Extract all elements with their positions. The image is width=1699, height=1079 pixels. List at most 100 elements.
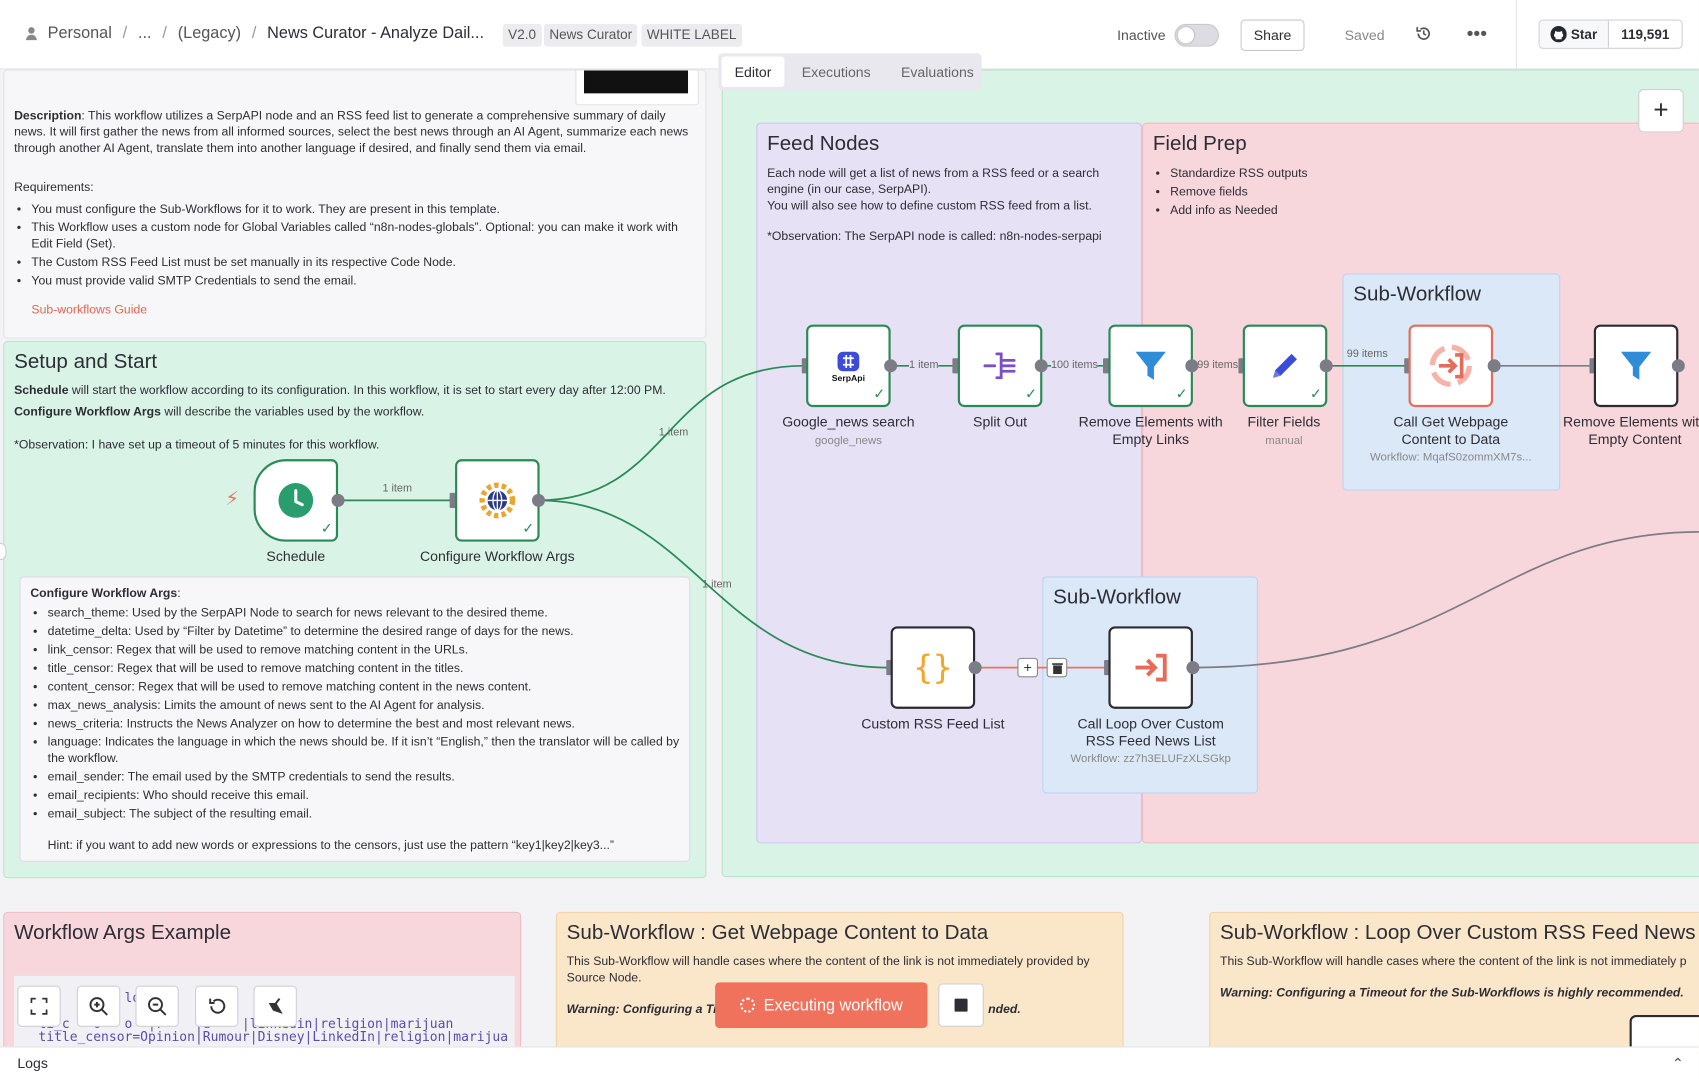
spinner-call-icon: [1429, 344, 1472, 387]
zoom-out-button[interactable]: [135, 985, 179, 1027]
workflow-title[interactable]: News Curator - Analyze Dail...: [267, 23, 484, 43]
setup-title: Setup and Start: [14, 350, 158, 374]
crumb-ellipsis[interactable]: ...: [138, 23, 152, 43]
github-star-button[interactable]: Star: [1539, 20, 1609, 48]
node-call-loop-rss[interactable]: [1108, 626, 1193, 709]
feed-observation: *Observation: The SerpAPI node is called…: [767, 230, 1102, 244]
tab-evaluations[interactable]: Evaluations: [900, 63, 974, 80]
stop-icon: [954, 998, 968, 1012]
input-port[interactable]: [1103, 358, 1110, 374]
tab-editor[interactable]: Editor: [721, 56, 785, 87]
list-item: link_censor: Regex that will be used to …: [48, 643, 681, 659]
tab-executions[interactable]: Executions: [801, 63, 871, 80]
node-remove-empty-content[interactable]: [1593, 324, 1679, 408]
logs-label: Logs: [17, 1055, 48, 1072]
list-item: search_theme: Used by the SerpAPI Node t…: [48, 606, 681, 622]
args-hint: Hint: if you want to add new words or ex…: [47, 839, 614, 853]
node-call-get-webpage[interactable]: [1408, 324, 1494, 408]
tidy-up-button[interactable]: [253, 985, 297, 1027]
config-desc: will describe the variables used by the …: [160, 405, 425, 420]
tag-news-curator[interactable]: News Curator: [543, 23, 638, 47]
fit-view-button[interactable]: [17, 985, 61, 1027]
chevron-up-icon[interactable]: ⌃: [1671, 1055, 1684, 1072]
video-thumbnail[interactable]: [575, 70, 699, 106]
tag-version[interactable]: V2.0: [502, 23, 542, 47]
sub-workflow-sticky-1[interactable]: Sub-Workflow: [1342, 273, 1561, 491]
output-port[interactable]: [1671, 359, 1685, 373]
success-check-icon: ✓: [1175, 385, 1188, 402]
zoom-in-button[interactable]: [76, 985, 121, 1027]
input-port[interactable]: [1104, 659, 1111, 676]
crumb-legacy[interactable]: (Legacy): [177, 23, 241, 43]
node-schedule[interactable]: ✓: [253, 459, 339, 542]
node-custom-rss-feed-list[interactable]: {}: [890, 626, 976, 709]
logs-panel-bar[interactable]: Logs ⌃: [0, 1046, 1699, 1079]
output-port[interactable]: [1186, 661, 1200, 675]
node-google-news-search[interactable]: SerpApi ✓: [806, 324, 891, 408]
feed-title: Feed Nodes: [767, 132, 880, 156]
github-star-count[interactable]: 119,591: [1621, 26, 1670, 42]
field-prep-list: Standardize RSS outputs Remove fields Ad…: [1153, 166, 1307, 219]
node-filter-fields[interactable]: ✓: [1242, 324, 1328, 408]
more-options-icon[interactable]: •••: [1466, 22, 1488, 44]
field-prep-list-wrap: Standardize RSS outputs Remove fields Ad…: [1153, 166, 1307, 221]
node-subtitle: Workflow: MqafS0zommXM7s...: [1369, 450, 1532, 464]
node-label: Split Out: [973, 413, 1028, 430]
crumb-personal[interactable]: Personal: [47, 23, 112, 43]
input-port[interactable]: [801, 358, 809, 374]
output-port[interactable]: [1319, 359, 1333, 373]
fit-view-icon: [30, 997, 48, 1015]
sub-workflow-sticky-2[interactable]: Sub-Workflow: [1042, 576, 1258, 794]
node-label: Remove Elements with Empty Content: [1562, 413, 1699, 448]
node-split-out[interactable]: ✓: [957, 324, 1043, 408]
node-label: Configure Workflow Args: [419, 548, 575, 565]
output-port[interactable]: [1487, 359, 1501, 373]
list-item: language: Indicates the language in whic…: [48, 735, 681, 768]
output-port[interactable]: [331, 493, 345, 507]
input-port[interactable]: [449, 492, 457, 509]
partial-node[interactable]: [1629, 1014, 1699, 1052]
node-configure-workflow-args[interactable]: ✓: [455, 459, 540, 542]
history-icon[interactable]: [1412, 22, 1436, 46]
delete-connection-button[interactable]: [1046, 657, 1068, 678]
list-item: Standardize RSS outputs: [1170, 166, 1307, 182]
github-star-widget[interactable]: Star 119,591: [1538, 19, 1683, 49]
node-label: Schedule: [266, 548, 326, 565]
add-node-button[interactable]: +: [1017, 657, 1038, 678]
field-prep-title: Field Prep: [1152, 132, 1247, 156]
share-button[interactable]: Share: [1240, 19, 1305, 52]
stop-execution-button[interactable]: [938, 983, 984, 1027]
node-remove-empty-links[interactable]: ✓: [1108, 324, 1193, 408]
args-sticky[interactable]: Configure Workflow Args: search_theme: U…: [19, 576, 691, 862]
tag-white-label[interactable]: WHITE LABEL: [641, 23, 742, 47]
zoom-out-icon: [148, 997, 167, 1016]
list-item: max_news_analysis: Limits the amount of …: [48, 698, 681, 714]
input-port[interactable]: [1589, 358, 1596, 374]
output-port[interactable]: [531, 493, 546, 507]
args-list-wrap: search_theme: Used by the SerpAPI Node t…: [30, 606, 680, 825]
node-subtitle: Workflow: zz7h3ELUFzXLSGkp: [1070, 752, 1231, 766]
active-toggle[interactable]: [1174, 23, 1219, 47]
input-port[interactable]: [886, 659, 893, 676]
input-port[interactable]: [952, 358, 959, 374]
output-port[interactable]: [884, 359, 898, 373]
executing-workflow-button[interactable]: Executing workflow: [715, 982, 928, 1028]
description-sticky[interactable]: Description: This workflow utilizes a Se…: [3, 69, 707, 339]
output-port[interactable]: [1034, 359, 1048, 373]
list-item: Add info as Needed: [1170, 203, 1307, 219]
loading-spinner-icon: [739, 997, 755, 1013]
output-port[interactable]: [1185, 359, 1199, 373]
sub-workflows-guide-link[interactable]: Sub-workflows Guide: [31, 303, 148, 317]
input-port[interactable]: [1404, 358, 1411, 374]
input-port[interactable]: [1238, 358, 1245, 374]
reset-zoom-button[interactable]: [195, 985, 239, 1027]
conn-label: 1 item: [702, 578, 732, 591]
output-port[interactable]: [968, 661, 982, 675]
args-title: Configure Workflow Args: [30, 587, 178, 601]
user-icon: [26, 26, 37, 40]
args-title-row: Configure Workflow Args:: [30, 587, 181, 601]
loop-rss-sticky[interactable]: Sub-Workflow : Loop Over Custom RSS Feed…: [1209, 911, 1699, 1053]
top-header: Personal / ... / (Legacy) / News Curator…: [0, 0, 1699, 70]
list-item: news_criteria: Instructs the News Analyz…: [48, 716, 681, 732]
add-node-panel-button[interactable]: +: [1638, 89, 1684, 133]
